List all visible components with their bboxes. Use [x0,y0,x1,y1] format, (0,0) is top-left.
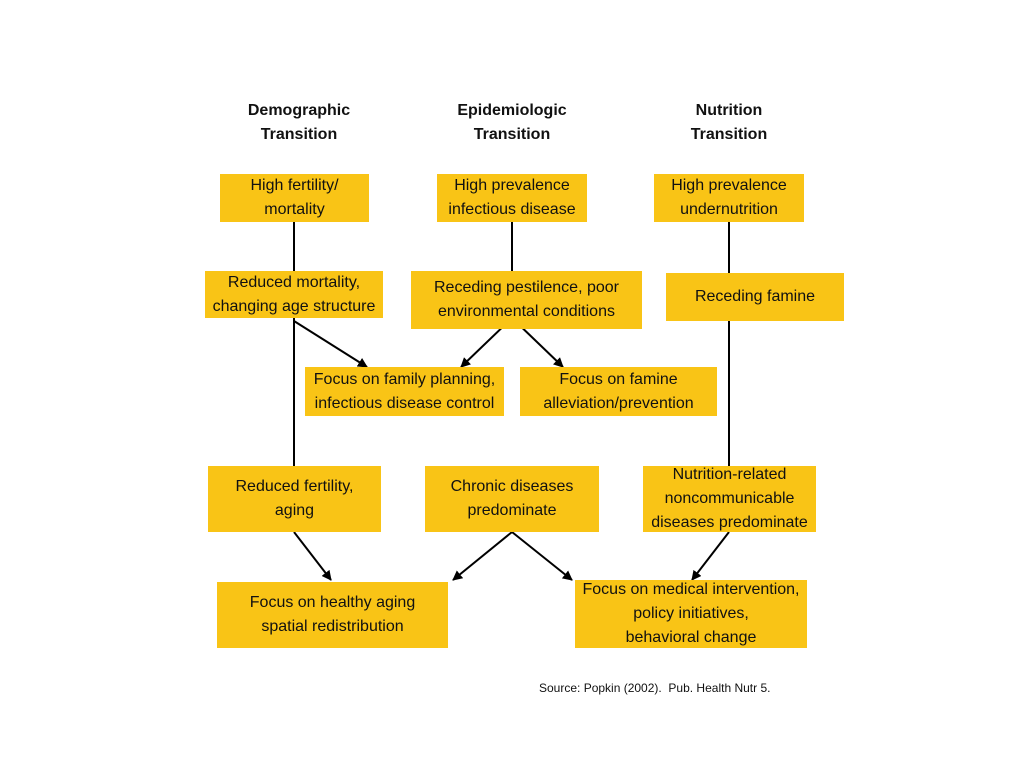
box-high-prevalence-undernutrition: High prevalence undernutrition [654,174,804,222]
arrow-reduced-fertility-to-healthy-aging [293,531,332,581]
box-nutrition-related-ncd: Nutrition-related noncommunicable diseas… [643,466,816,532]
box-reduced-fertility-aging: Reduced fertility, aging [208,466,381,532]
box-receding-famine: Receding famine [666,273,844,321]
arrow-chronic-diseases-to-medical-focus [511,531,573,581]
box-high-prevalence-infectious-disease: High prevalence infectious disease [437,174,587,222]
arrow-chronic-diseases-to-healthy-aging [452,531,513,581]
box-high-fertility-mortality: High fertility/ mortality [220,174,369,222]
arrow-nutrition-ncd-to-medical-focus [691,531,730,581]
header-demographic-transition: Demographic Transition [247,102,351,143]
box-focus-healthy-aging: Focus on healthy aging spatial redistrib… [217,582,448,648]
box-receding-pestilence: Receding pestilence, poor environmental … [411,271,642,329]
arrow-reduced-mortality-to-family-planning [293,320,368,368]
box-focus-family-planning: Focus on family planning, infectious dis… [305,367,504,416]
box-focus-famine-alleviation: Focus on famine alleviation/prevention [520,367,717,416]
box-focus-medical-intervention: Focus on medical intervention, policy in… [575,580,807,648]
header-nutrition-transition: Nutrition Transition [690,102,768,143]
box-chronic-diseases: Chronic diseases predominate [425,466,599,532]
header-epidemiologic-transition: Epidemiologic Transition [457,102,567,143]
box-reduced-mortality: Reduced mortality, changing age structur… [205,271,383,318]
source-citation: Source: Popkin (2002). Pub. Health Nutr … [539,681,771,695]
